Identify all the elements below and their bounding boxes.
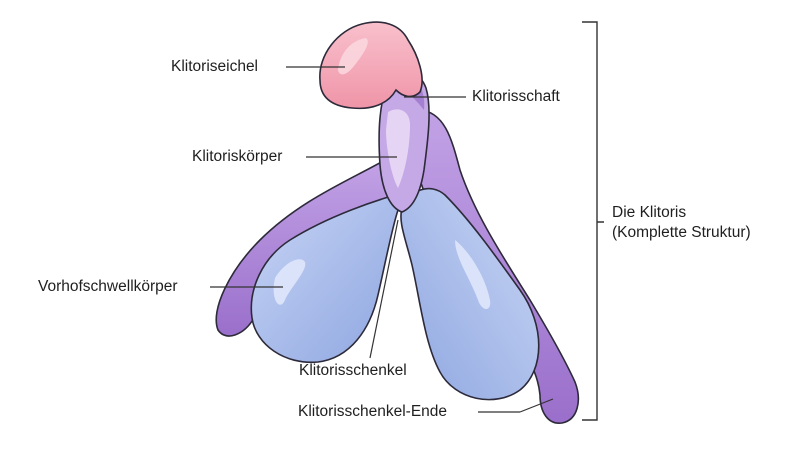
label-shaft: Klitorisschaft: [472, 88, 560, 105]
label-whole-subtitle: (Komplette Struktur): [612, 224, 751, 241]
structure-bracket: [582, 21, 604, 421]
label-vestibular-bulb: Vorhofschwellkörper: [38, 278, 178, 295]
label-crus-end: Klitorisschenkel-Ende: [298, 403, 448, 420]
leader-lines: [210, 66, 554, 413]
right-vestibular-bulb: [400, 187, 540, 401]
label-whole-title: Die Klitoris: [612, 204, 687, 221]
glans: [319, 21, 423, 110]
label-crus: Klitorisschenkel: [299, 362, 407, 379]
right-bulb-highlight: [455, 240, 491, 309]
leader-crus-end-tail: [519, 398, 554, 413]
clitoral-body-highlight: [386, 109, 410, 188]
left-bulb-highlight: [273, 259, 306, 305]
left-vestibular-bulb: [250, 193, 399, 364]
label-body: Klitoriskörper: [192, 148, 283, 165]
glans-highlight: [338, 38, 368, 75]
label-glans: Klitoriseichel: [171, 58, 259, 75]
leader-crus: [369, 219, 399, 359]
